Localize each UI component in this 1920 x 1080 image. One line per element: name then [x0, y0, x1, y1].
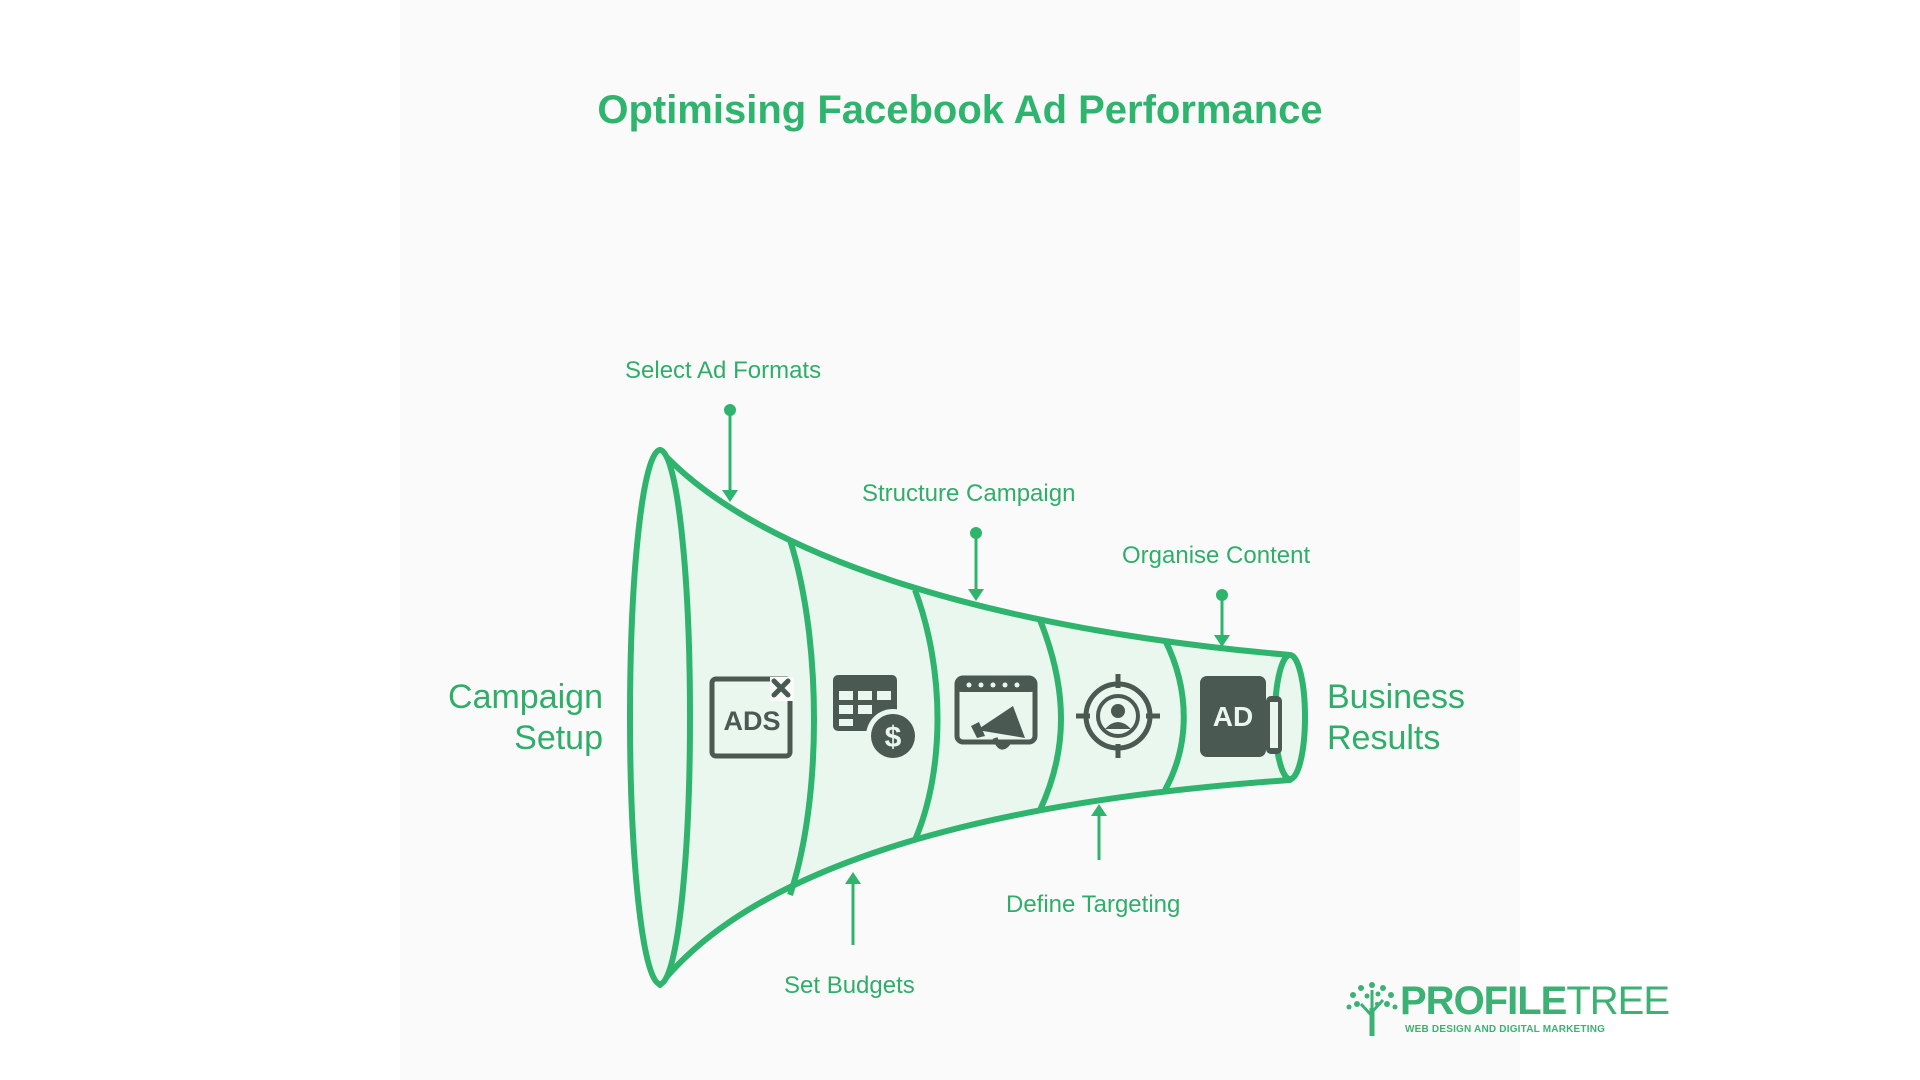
- target-user-icon: [1076, 674, 1160, 758]
- connector-set-budgets: [845, 872, 861, 945]
- funnel-mouth: [627, 447, 693, 987]
- profiletree-logo-tree-icon: [1346, 982, 1398, 1036]
- svg-text:ADS: ADS: [723, 706, 780, 736]
- logo-wordmark: PROFILETREE: [1400, 979, 1670, 1024]
- logo-name-bold: PROFILE: [1400, 979, 1567, 1023]
- start-label: Campaign Setup: [440, 677, 603, 759]
- diagram-title: Optimising Facebook Ad Performance: [597, 88, 1323, 132]
- ads-window-icon: ADS: [709, 676, 794, 759]
- ad-book-icon: AD: [1200, 676, 1282, 757]
- start-label-line-2: Setup: [514, 719, 603, 757]
- connector-organise-content: [1214, 589, 1230, 647]
- connector-select-ad-formats: [722, 404, 738, 502]
- svg-text:$: $: [885, 721, 902, 754]
- start-label-line-1: Campaign: [448, 678, 603, 716]
- step-label-select-ad-formats: Select Ad Formats: [625, 357, 822, 384]
- budget-table-dollar-icon: $: [833, 675, 920, 763]
- logo-tagline: WEB DESIGN AND DIGITAL MARKETING: [1405, 1024, 1606, 1035]
- profiletree-logo: PROFILETREE WEB DESIGN AND DIGITAL MARKE…: [1345, 977, 1670, 1039]
- canvas-background: [400, 0, 1520, 1080]
- segment-divider-2: [912, 588, 941, 842]
- segment-divider-1: [787, 539, 817, 896]
- svg-text:AD: AD: [1213, 701, 1253, 732]
- connector-structure-campaign: [968, 527, 984, 601]
- step-label-structure-campaign: Structure Campaign: [862, 480, 1076, 507]
- segment-divider-3: [1037, 618, 1064, 812]
- logo-name-light: TREE: [1566, 979, 1670, 1023]
- step-label-define-targeting: Define Targeting: [1006, 891, 1181, 918]
- end-label-line-2: Results: [1327, 719, 1441, 757]
- megaphone-screen-icon: [954, 675, 1038, 750]
- end-label-line-1: Business: [1327, 678, 1465, 716]
- step-label-organise-content: Organise Content: [1122, 542, 1311, 569]
- step-label-set-budgets: Set Budgets: [784, 972, 915, 999]
- connector-define-targeting: [1091, 804, 1107, 860]
- segment-divider-4: [1162, 638, 1187, 792]
- end-label: Business Results: [1327, 677, 1507, 759]
